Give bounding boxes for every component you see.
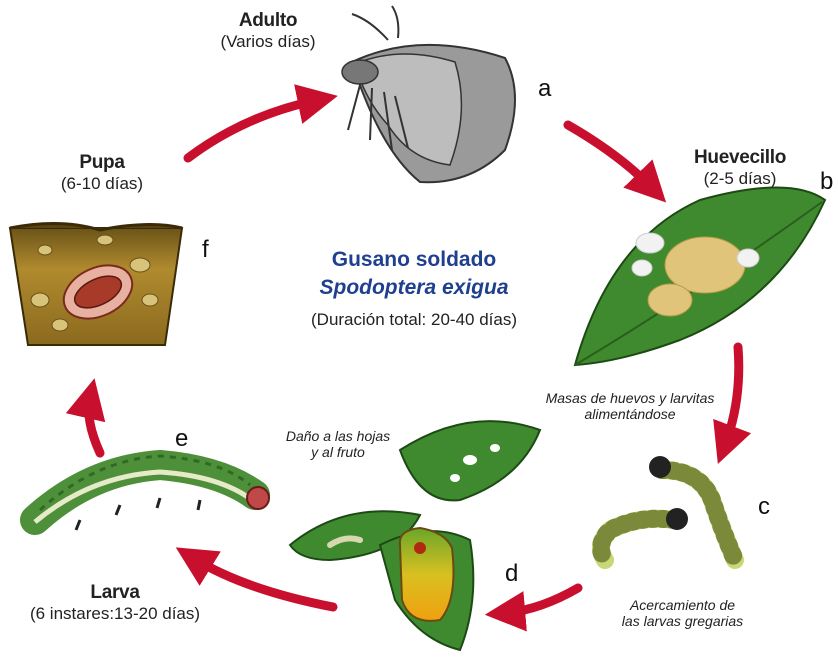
larva-duration: (6 instares:13-20 días) <box>5 604 225 624</box>
adult-name: Adulto <box>208 10 328 32</box>
arrow-larva-to-pupa <box>89 398 100 453</box>
gregarious-caption: Acercamiento de las larvas gregarias <box>600 597 765 629</box>
letter-e: e <box>175 425 188 453</box>
moth-icon <box>342 6 515 182</box>
gregarious-caption-line1: Acercamiento de <box>600 597 765 613</box>
egg-label: Huevecillo (2-5 días) <box>680 147 800 189</box>
letter-d: d <box>505 560 518 588</box>
larva-label: Larva (6 instares:13-20 días) <box>5 582 225 624</box>
egg-name: Huevecillo <box>680 147 800 169</box>
pupa-soil-icon <box>10 223 182 345</box>
common-name: Gusano soldado <box>280 248 548 272</box>
scientific-name: Spodoptera exigua <box>280 276 548 300</box>
egg-duration: (2-5 días) <box>680 169 800 189</box>
gregarious-caption-line2: las larvas gregarias <box>600 613 765 629</box>
larvae-icon <box>601 456 735 560</box>
caterpillar-icon <box>35 456 269 530</box>
adult-duration: (Varios días) <box>208 32 328 52</box>
egg-masses-caption-line2: alimentándose <box>520 406 740 422</box>
egg-masses-caption: Masas de huevos y larvitas alimentándose <box>520 390 740 422</box>
center-title: Gusano soldado Spodoptera exigua (Duraci… <box>280 248 548 330</box>
letter-a: a <box>538 75 551 103</box>
pupa-duration: (6-10 días) <box>52 174 152 194</box>
letter-f: f <box>202 236 209 264</box>
pupa-name: Pupa <box>52 152 152 174</box>
letter-b: b <box>820 168 833 196</box>
damage-caption-line2: y al fruto <box>268 444 408 460</box>
damage-caption-line1: Daño a las hojas <box>268 428 408 444</box>
arrow-pupa-to-adult <box>188 100 318 158</box>
egg-leaf-icon <box>575 188 825 366</box>
pupa-label: Pupa (6-10 días) <box>52 152 152 194</box>
egg-masses-caption-line1: Masas de huevos y larvitas <box>520 390 740 406</box>
damage-caption: Daño a las hojas y al fruto <box>268 428 408 460</box>
total-duration: (Duración total: 20-40 días) <box>280 310 548 330</box>
larva-name: Larva <box>5 582 225 604</box>
letter-c: c <box>758 493 770 521</box>
arrow-adult-to-egg <box>568 125 652 188</box>
arrow-larvae-to-damage <box>505 588 578 613</box>
adult-label: Adulto (Varios días) <box>208 10 328 52</box>
